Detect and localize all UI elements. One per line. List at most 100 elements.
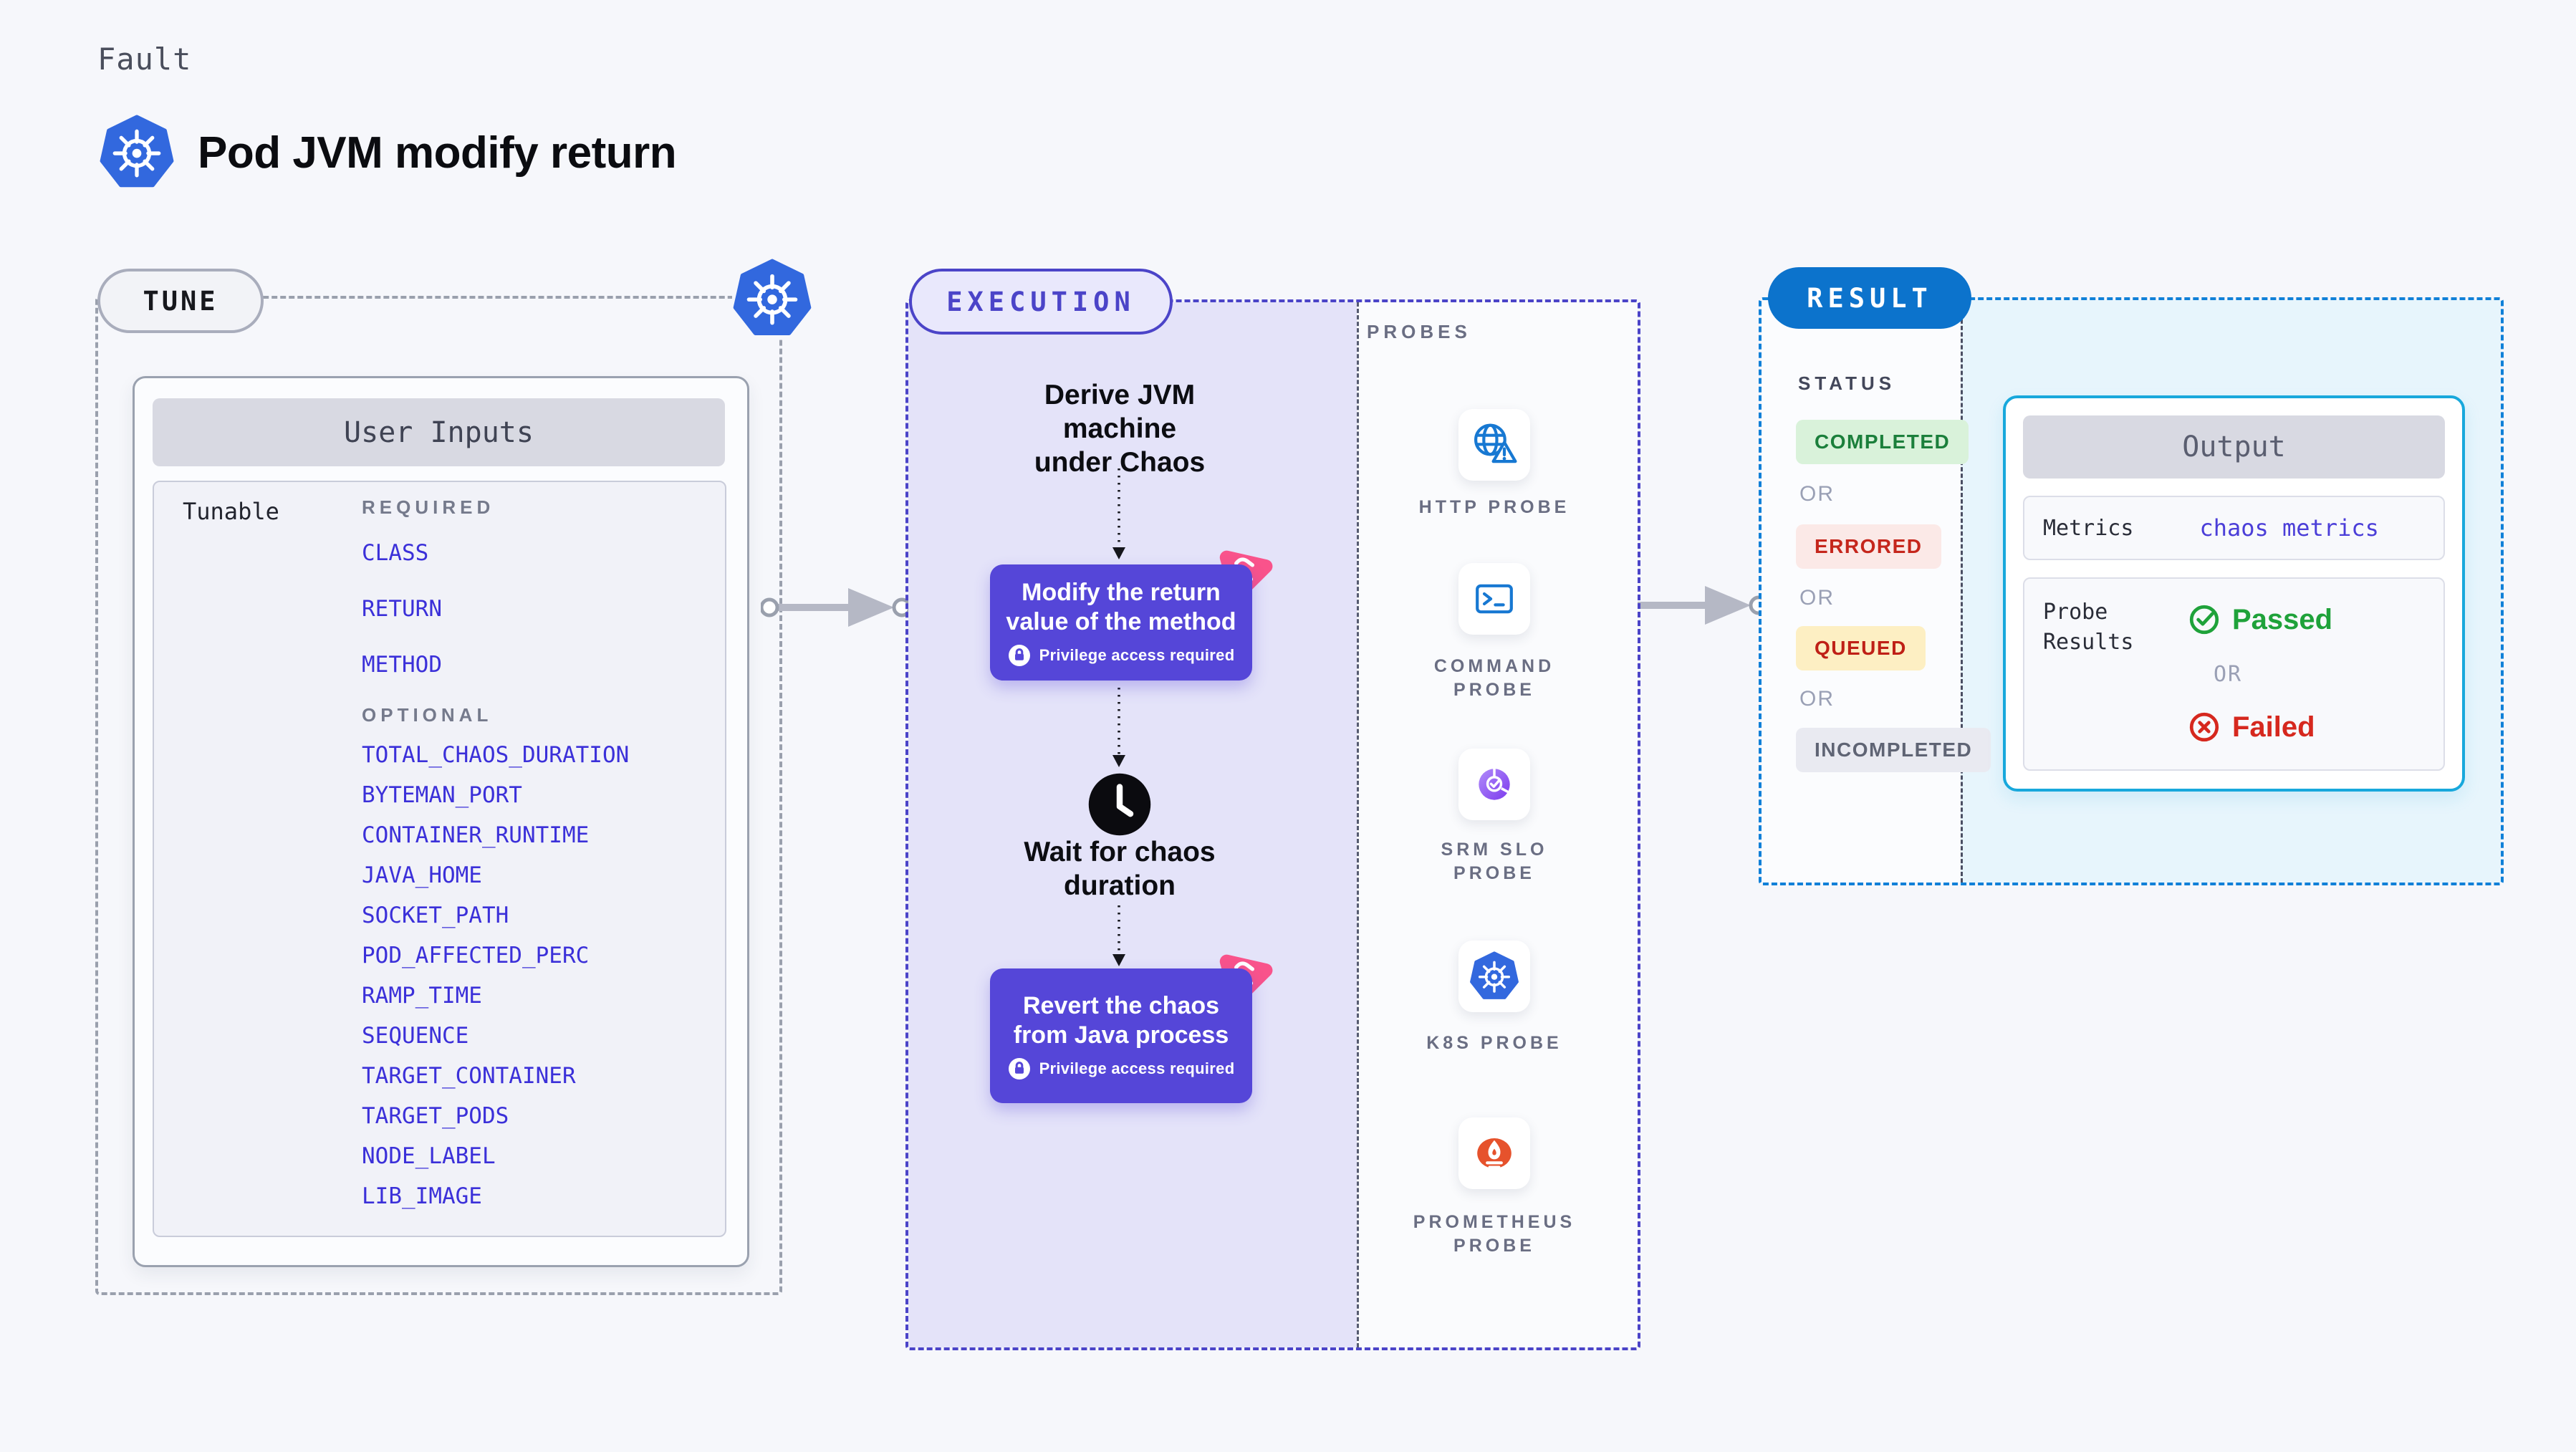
privilege-note-text: Privilege access required <box>1039 646 1235 664</box>
param-link-pod-affected-perc[interactable]: POD_AFFECTED_PERC <box>362 943 590 968</box>
param-link-sequence[interactable]: SEQUENCE <box>362 1023 469 1049</box>
probe-card-http <box>1458 409 1530 481</box>
kubernetes-icon <box>1470 951 1519 999</box>
probe-card-k8s <box>1458 941 1530 1012</box>
failed-label: Failed <box>2232 711 2315 743</box>
output-header: Output <box>2023 415 2445 479</box>
wait-step-label: Wait for chaos duration <box>1012 835 1227 903</box>
user-inputs-header: User Inputs <box>153 398 725 466</box>
page-title: Pod JVM modify return <box>198 128 677 178</box>
metrics-label: Metrics <box>2043 515 2134 541</box>
metrics-value-link[interactable]: chaos metrics <box>2199 514 2379 542</box>
passed-result: Passed <box>2188 603 2332 636</box>
globe-alert-icon <box>1474 423 1517 463</box>
param-link-byteman-port[interactable]: BYTEMAN_PORT <box>362 782 522 808</box>
param-link-lib-image[interactable]: LIB_IMAGE <box>362 1183 482 1209</box>
kubernetes-logo-icon <box>99 115 175 191</box>
wait-step-line1: Wait for chaos <box>1024 837 1216 867</box>
probe-results-row: Probe Results Passed OR Failed <box>2023 577 2445 771</box>
probe-label-http: HTTP PROBE <box>1387 496 1602 519</box>
probe-label-line: PROMETHEUS <box>1413 1212 1576 1232</box>
failed-x-icon <box>2189 712 2219 742</box>
revert-step-card: Revert the chaos from Java process Privi… <box>990 968 1252 1103</box>
probe-card-prometheus <box>1458 1117 1530 1189</box>
slo-gauge-icon <box>1479 768 1510 800</box>
param-link-method[interactable]: METHOD <box>362 652 442 678</box>
revert-step-line2: from Java process <box>1013 1021 1229 1049</box>
param-link-class[interactable]: CLASS <box>362 540 429 566</box>
probe-label-line: PROBE <box>1453 1236 1535 1256</box>
probe-label-line: PROBE <box>1453 863 1535 883</box>
revert-step-line1: Revert the chaos <box>1023 992 1219 1019</box>
privilege-note-text: Privilege access required <box>1039 1059 1235 1077</box>
param-link-target-pods[interactable]: TARGET_PODS <box>362 1103 509 1129</box>
probe-label-line: HTTP PROBE <box>1418 497 1570 517</box>
flow-arrow-3 <box>1112 905 1125 966</box>
status-badge-completed: COMPLETED <box>1796 420 1969 464</box>
probe-label-line: PROBE <box>1453 680 1535 700</box>
or-label: OR <box>2214 662 2243 687</box>
flow-arrow-1 <box>1112 468 1125 559</box>
execution-section <box>905 299 1640 1350</box>
probe-label-srm-slo: SRM SLO PROBE <box>1387 838 1602 885</box>
probe-label-command: COMMAND PROBE <box>1387 655 1602 702</box>
probe-label-line: K8S PROBE <box>1426 1033 1562 1053</box>
or-label: OR <box>1799 687 1835 711</box>
status-badge-errored: ERRORED <box>1796 524 1941 569</box>
clock-icon <box>1088 773 1151 836</box>
probe-label-line: SRM SLO <box>1441 840 1548 860</box>
param-link-socket-path[interactable]: SOCKET_PATH <box>362 903 509 928</box>
probes-label: PROBES <box>1367 321 1471 342</box>
derive-step-label: Derive JVM machine under Chaos <box>989 378 1251 479</box>
lock-icon <box>1008 645 1030 666</box>
fault-eyebrow-label: Fault <box>97 42 192 77</box>
tune-section <box>95 296 782 1295</box>
optional-group-label: OPTIONAL <box>362 704 493 726</box>
probe-card-srm-slo <box>1458 749 1530 820</box>
required-params-list: CLASS RETURN METHOD <box>362 541 442 677</box>
flow-arrow-2 <box>1112 688 1125 767</box>
param-link-total-chaos-duration[interactable]: TOTAL_CHAOS_DURATION <box>362 742 630 768</box>
param-link-container-runtime[interactable]: CONTAINER_RUNTIME <box>362 822 590 848</box>
execution-badge: EXECUTION <box>909 269 1173 335</box>
optional-params-list: TOTAL_CHAOS_DURATION BYTEMAN_PORT CONTAI… <box>362 743 629 1208</box>
terminal-icon <box>1476 584 1513 614</box>
or-label: OR <box>1799 482 1835 506</box>
passed-check-icon <box>2189 605 2219 635</box>
modify-step-card: Modify the return value of the method Pr… <box>990 564 1252 681</box>
derive-step-line2: under Chaos <box>1034 447 1206 478</box>
probe-label-k8s: K8S PROBE <box>1387 1032 1602 1055</box>
prometheus-icon <box>1477 1138 1512 1168</box>
lock-icon <box>1008 1058 1030 1080</box>
param-link-java-home[interactable]: JAVA_HOME <box>362 862 482 888</box>
modify-step-line1: Modify the return <box>1022 579 1221 606</box>
param-link-ramp-time[interactable]: RAMP_TIME <box>362 983 482 1009</box>
tune-to-execution-arrow <box>761 588 911 627</box>
probe-label-prometheus: PROMETHEUS PROBE <box>1387 1211 1602 1258</box>
status-panel <box>1762 300 1961 883</box>
tune-kubernetes-icon <box>732 259 812 339</box>
derive-step-line1: Derive JVM machine <box>1044 380 1196 444</box>
result-badge: RESULT <box>1768 267 1971 329</box>
tunable-label: Tunable <box>183 498 279 525</box>
wait-step-line2: duration <box>1064 870 1176 901</box>
status-badge-queued: QUEUED <box>1796 626 1926 670</box>
failed-result: Failed <box>2188 711 2315 744</box>
param-link-target-container[interactable]: TARGET_CONTAINER <box>362 1063 576 1089</box>
probe-card-command <box>1458 563 1530 635</box>
tunables-panel: Tunable REQUIRED CLASS RETURN METHOD OPT… <box>153 481 726 1237</box>
metrics-row: Metrics chaos metrics <box>2023 496 2445 560</box>
tune-badge: TUNE <box>97 269 264 333</box>
or-label: OR <box>1799 586 1835 610</box>
param-link-node-label[interactable]: NODE_LABEL <box>362 1143 496 1169</box>
passed-label: Passed <box>2232 603 2333 635</box>
output-card: Output Metrics chaos metrics Probe Resul… <box>2003 395 2465 792</box>
status-label: STATUS <box>1798 372 1896 394</box>
modify-step-line2: value of the method <box>1006 608 1236 635</box>
probe-label-line: COMMAND <box>1433 656 1555 676</box>
privilege-note: Privilege access required <box>1008 644 1235 667</box>
status-badge-incompleted: INCOMPLETED <box>1796 728 1991 772</box>
param-link-return[interactable]: RETURN <box>362 596 442 622</box>
user-inputs-card: User Inputs Tunable REQUIRED CLASS RETUR… <box>133 376 749 1267</box>
probe-results-label: Probe Results <box>2043 600 2134 655</box>
